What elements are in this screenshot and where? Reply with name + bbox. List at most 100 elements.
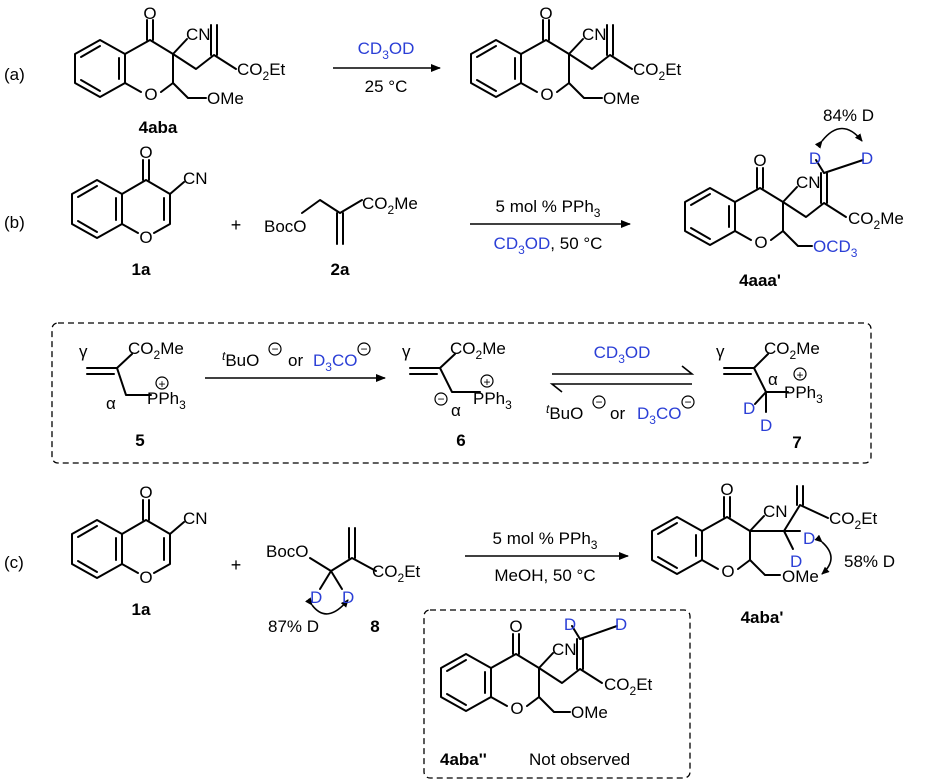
- base-d3co: D3CO: [313, 351, 357, 374]
- compound-4aba: O O CN CO2Et OMe 4aba: [74, 4, 286, 137]
- ring-oxygen: O: [721, 562, 734, 581]
- boco-label: BocO: [266, 542, 309, 561]
- ketone-oxygen: O: [539, 4, 552, 23]
- compound-1a: O O CN 1a: [71, 483, 208, 619]
- compound-id: 4aba: [139, 118, 178, 137]
- ester-label: CO2Et: [372, 562, 421, 585]
- compound-id: 6: [456, 431, 465, 450]
- nitrile-label: CN: [763, 502, 788, 521]
- compound-id: 1a: [132, 260, 151, 279]
- deuterium-1: D: [803, 529, 815, 548]
- compound-id: 4aaa': [739, 271, 781, 290]
- ring-oxygen: O: [754, 233, 767, 252]
- nitrile-label: CN: [183, 509, 208, 528]
- ester-label: CO2Et: [829, 509, 878, 532]
- not-observed-note: Not observed: [529, 750, 630, 769]
- compound-5: γ CO2Me α PPh3 + 5: [79, 339, 186, 450]
- ocd3-label: OCD3: [813, 237, 858, 260]
- nitrile-label: CN: [183, 169, 208, 188]
- not-observed-box: O O CN D D CO2Et OMe 4aba'' Not observed: [423, 609, 691, 779]
- negative-charge: −: [271, 342, 278, 356]
- ring-oxygen: O: [540, 85, 553, 104]
- plus-sign: +: [231, 215, 242, 235]
- compound-id: 7: [792, 433, 801, 452]
- negative-charge: −: [437, 392, 444, 406]
- base-tbuo: tBuO: [546, 402, 583, 423]
- nitrile-label: CN: [796, 173, 821, 192]
- compound-id: 2a: [331, 260, 350, 279]
- compound-id: 1a: [132, 600, 151, 619]
- base-d3co: D3CO: [637, 404, 681, 427]
- compound-1a: O O CN 1a: [71, 143, 208, 279]
- product-panel-a: O O CN CO2Et OMe: [470, 4, 682, 108]
- or-label: or: [288, 351, 303, 370]
- panel-a: (a) O O CN CO2Et OMe 4aba CD3OD 25 °C: [4, 4, 682, 137]
- compound-2a: BocO CO2Me 2a: [264, 194, 418, 279]
- deuterium-1: D: [564, 615, 576, 634]
- or-label: or: [610, 404, 625, 423]
- ester-label: CO2Me: [362, 194, 418, 217]
- ester-label: CO2Et: [633, 60, 682, 83]
- nitrile-label: CN: [582, 25, 607, 44]
- ester-label: CO2Me: [450, 339, 506, 362]
- phosphonium-label: PPh3: [784, 383, 823, 406]
- ketone-oxygen: O: [139, 483, 152, 502]
- arrow-solvent: CD3OD: [594, 343, 651, 366]
- compound-id: 4aba'': [440, 750, 487, 769]
- alpha-label: α: [768, 370, 778, 389]
- methoxy-label: OMe: [571, 703, 608, 722]
- ester-label: CO2Me: [848, 209, 904, 232]
- negative-charge: −: [684, 395, 691, 409]
- ketone-oxygen: O: [509, 617, 522, 636]
- compound-id: 4aba': [741, 608, 784, 627]
- ring-oxygen: O: [139, 228, 152, 247]
- ketone-oxygen: O: [753, 151, 766, 170]
- gamma-label: γ: [716, 342, 725, 361]
- ester-label: CO2Me: [764, 339, 820, 362]
- compound-4aba-prime: O O CN CO2Et D D 58% D OMe 4aba': [651, 480, 895, 627]
- reaction-arrow-a: CD3OD 25 °C: [333, 39, 441, 96]
- deuterium-1: D: [310, 588, 322, 607]
- ring-oxygen: O: [510, 699, 523, 718]
- positive-charge: +: [796, 368, 803, 382]
- deuterium-1: D: [809, 149, 821, 168]
- arrow-condition: 25 °C: [365, 77, 408, 96]
- ketone-oxygen: O: [139, 143, 152, 162]
- deuterium-2: D: [790, 552, 802, 571]
- reaction-arrow-c: 5 mol % PPh3 MeOH, 50 °C: [465, 529, 629, 585]
- nitrile-label: CN: [186, 25, 211, 44]
- ester-label: CO2Me: [128, 339, 184, 362]
- reaction-arrow-b: 5 mol % PPh3 CD3OD, 50 °C: [470, 197, 631, 257]
- ketone-oxygen: O: [143, 4, 156, 23]
- gamma-label: γ: [79, 342, 88, 361]
- negative-charge: −: [360, 342, 367, 356]
- compound-id: 8: [370, 617, 379, 636]
- alpha-label: α: [106, 394, 116, 413]
- phosphonium-label: PPh3: [473, 389, 512, 412]
- reaction-arrow-base: tBuO − or D3CO −: [205, 342, 386, 382]
- compound-4aaa-prime: 84% D D D O O CN CO2Me OCD3 4aaa': [684, 106, 904, 290]
- compound-id: 5: [135, 431, 144, 450]
- negative-charge: −: [595, 395, 602, 409]
- arrow-catalyst: 5 mol % PPh3: [496, 197, 601, 220]
- positive-charge: +: [158, 377, 165, 391]
- mechanism-box: γ CO2Me α PPh3 + 5 tBuO − or D3CO − γ CO…: [51, 322, 872, 464]
- alpha-label: α: [451, 401, 461, 420]
- ester-label: CO2Et: [604, 675, 653, 698]
- panel-c: (c) O O CN 1a + BocO CO2Et D D 87% D 8: [4, 480, 895, 779]
- arrow-condition: CD3OD, 50 °C: [494, 234, 603, 257]
- panel-a-label: (a): [4, 65, 25, 84]
- ring-oxygen: O: [144, 85, 157, 104]
- phosphonium-label: PPh3: [147, 389, 186, 412]
- panel-b: (b) O O CN 1a + BocO CO2Me 2a 5 mol % PP…: [4, 106, 904, 290]
- methoxy-label: OMe: [207, 89, 244, 108]
- methoxy-label: OMe: [603, 89, 640, 108]
- compound-6: γ CO2Me − α PPh3 + 6: [402, 339, 512, 450]
- ester-label: CO2Et: [237, 60, 286, 83]
- deuterium-2: D: [342, 588, 354, 607]
- equilibrium-arrow: CD3OD tBuO − or D3CO −: [546, 343, 695, 427]
- arrow-condition: MeOH, 50 °C: [494, 566, 595, 585]
- base-tbuo: tBuO: [222, 349, 259, 370]
- gamma-label: γ: [402, 342, 411, 361]
